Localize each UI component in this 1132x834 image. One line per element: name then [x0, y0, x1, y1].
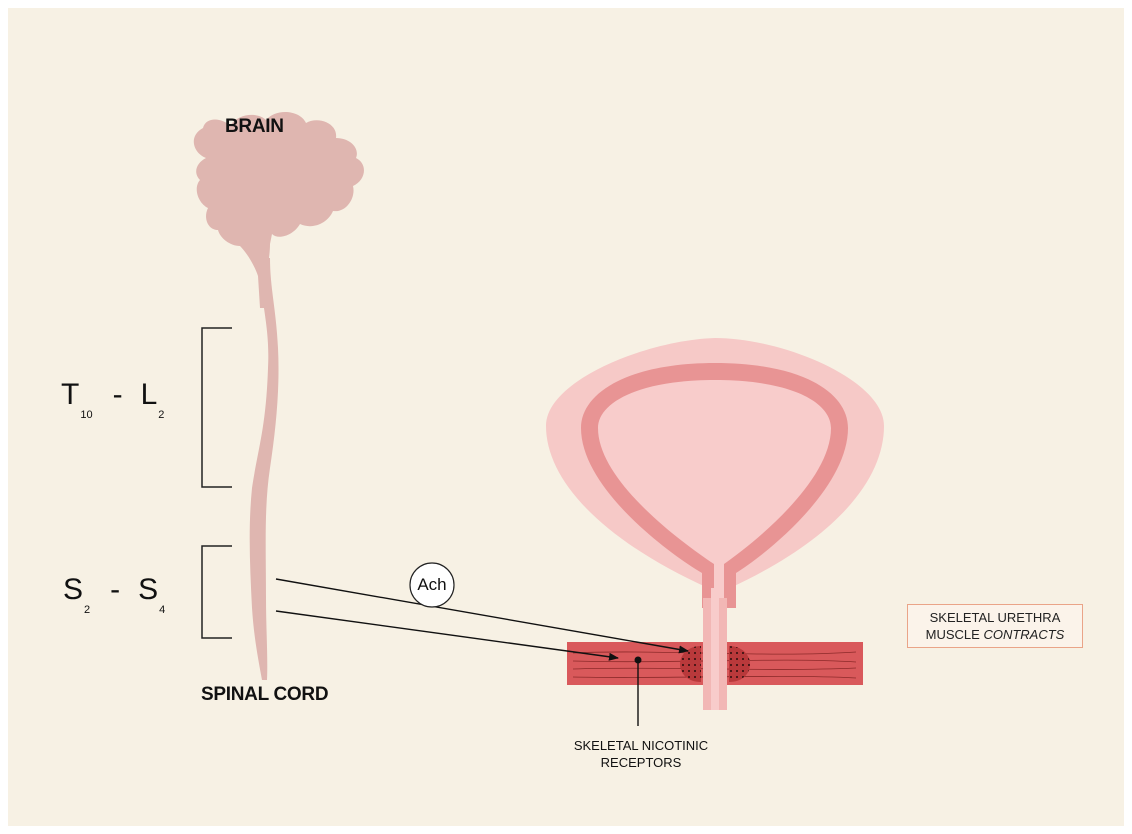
segment-s-letter: S — [63, 575, 83, 605]
bladder — [546, 338, 884, 608]
receptors-label-line1: SKELETAL NICOTINIC — [556, 737, 726, 754]
spinal-cord-label: SPINAL CORD — [201, 684, 328, 706]
segment-s4-sub: 4 — [159, 595, 165, 625]
nerve-arrow-lower — [276, 611, 618, 658]
outcome-line2: MUSCLE CONTRACTS — [908, 626, 1082, 643]
nerve-arrow-upper — [276, 579, 688, 651]
segment-s2-sub: 2 — [84, 595, 90, 625]
segment-dash: - — [113, 380, 123, 410]
segment-s-letter: S — [138, 575, 158, 605]
receptors-label: SKELETAL NICOTINIC RECEPTORS — [556, 737, 726, 771]
spinal-cord-shape — [250, 258, 279, 680]
brain-label: BRAIN — [225, 116, 284, 138]
receptors-label-line2: RECEPTORS — [556, 754, 726, 771]
outcome-line2-italic: CONTRACTS — [983, 627, 1064, 642]
outcome-line1: SKELETAL URETHRA — [908, 609, 1082, 626]
brain-shape — [194, 112, 364, 308]
segment-dash: - — [110, 575, 120, 605]
bracket-thoracolumbar — [202, 328, 232, 487]
outcome-box: SKELETAL URETHRA MUSCLE CONTRACTS — [907, 604, 1083, 648]
bracket-sacral — [202, 546, 232, 638]
segment-t-letter: T — [61, 380, 79, 410]
segment-t-sub: 10 — [80, 400, 92, 430]
segment-l-sub: 2 — [158, 400, 164, 430]
ach-label: Ach — [408, 561, 456, 609]
diagram-svg — [8, 8, 1124, 826]
segment-l-letter: L — [141, 380, 158, 410]
outcome-line2-prefix: MUSCLE — [926, 627, 984, 642]
